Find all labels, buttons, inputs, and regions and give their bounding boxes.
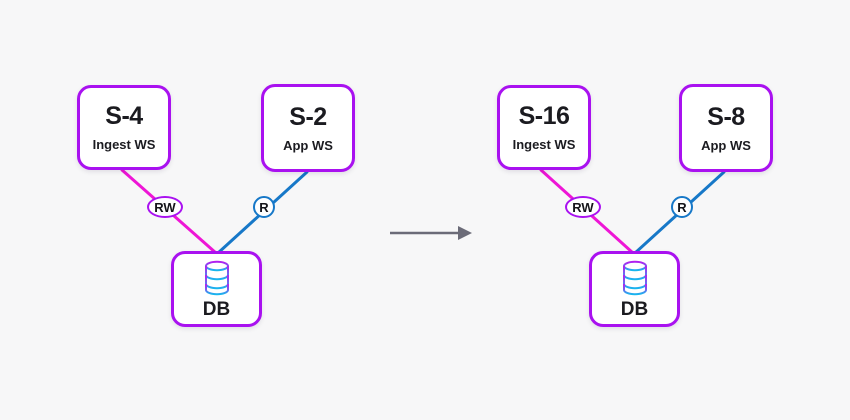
node-subtitle: App WS <box>701 137 751 153</box>
node-title: S-8 <box>707 102 745 131</box>
node-title: S-2 <box>289 102 327 131</box>
node-subtitle: App WS <box>283 137 333 153</box>
node-subtitle: Ingest WS <box>512 137 576 152</box>
edge-badge-label: RW <box>154 199 176 215</box>
node-title: DB <box>620 298 649 320</box>
node-ingest-ws-right[interactable]: S-16 Ingest WS <box>497 85 591 170</box>
database-icon <box>204 260 229 295</box>
node-db-left[interactable]: DB <box>171 251 262 327</box>
edge-badge-label: R <box>259 199 269 215</box>
node-app-ws-right[interactable]: S-8 App WS <box>679 84 773 172</box>
node-db-right[interactable]: DB <box>589 251 680 327</box>
node-title: S-4 <box>105 102 143 130</box>
edge-badge-r-left[interactable]: R <box>253 196 275 218</box>
node-ingest-ws-left[interactable]: S-4 Ingest WS <box>77 85 171 170</box>
node-app-ws-left[interactable]: S-2 App WS <box>261 84 355 172</box>
arrow-right-icon <box>390 226 472 240</box>
node-title: S-16 <box>518 102 570 130</box>
edge-badge-rw-left[interactable]: RW <box>147 196 183 218</box>
edge-badge-label: R <box>677 199 687 215</box>
edge-badge-rw-right[interactable]: RW <box>565 196 601 218</box>
node-title: DB <box>202 298 231 320</box>
edge-badge-label: RW <box>572 199 594 215</box>
edge-badge-r-right[interactable]: R <box>671 196 693 218</box>
node-subtitle: Ingest WS <box>92 137 156 152</box>
database-icon <box>622 260 647 295</box>
